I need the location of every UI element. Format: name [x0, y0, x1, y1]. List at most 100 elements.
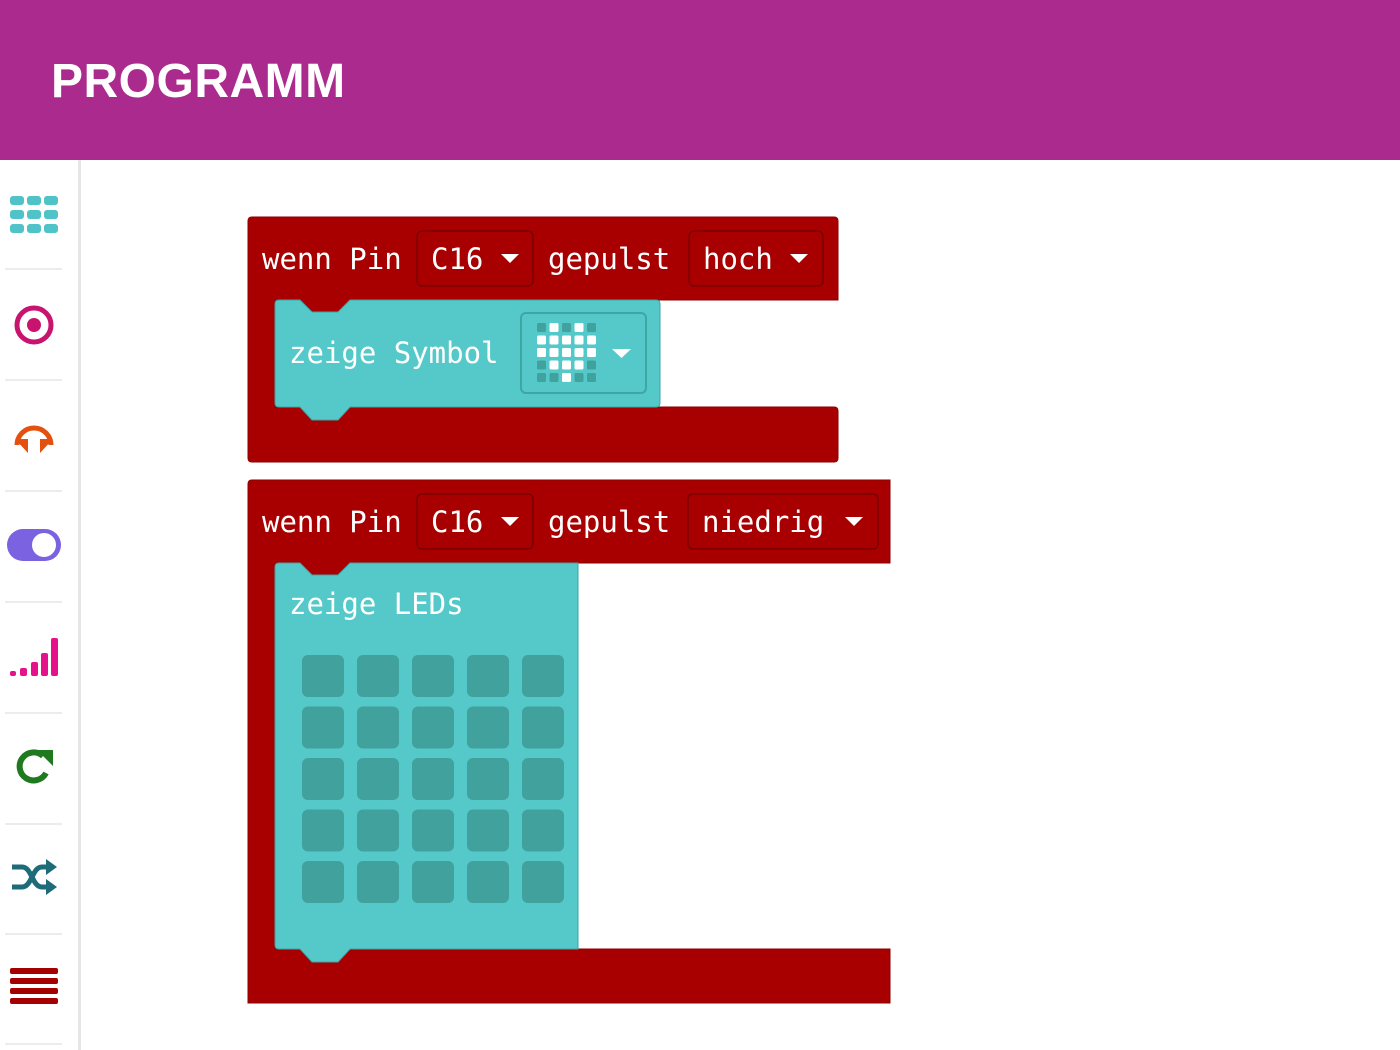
led-toggle[interactable] [412, 861, 454, 903]
divider [5, 712, 62, 714]
pin-dropdown[interactable]: C16 [416, 230, 534, 287]
symbol-pixel [549, 373, 559, 382]
symbol-pixel [537, 373, 546, 382]
show-icon-block[interactable]: zeige Symbol [274, 299, 661, 421]
chevron-down-icon [501, 517, 519, 526]
list-icon [10, 968, 58, 1004]
divider [5, 1043, 62, 1045]
divider [5, 490, 62, 492]
led-toggle[interactable] [467, 861, 509, 903]
symbol-pixel [574, 373, 584, 382]
led-toggle[interactable] [412, 809, 454, 852]
grid-icon [10, 196, 58, 233]
symbol-dropdown[interactable] [520, 312, 647, 394]
led-toggle[interactable] [357, 809, 399, 852]
target-icon [14, 305, 54, 345]
led-toggle[interactable] [302, 758, 344, 800]
symbol-pixel [587, 323, 596, 332]
block-label-word: gepulst [548, 242, 670, 276]
led-toggle[interactable] [467, 809, 509, 852]
led-toggle[interactable] [357, 655, 399, 697]
divider [5, 933, 62, 935]
show-leds-block[interactable]: zeige LEDs [274, 562, 579, 963]
block-label-word: gepulst [548, 505, 670, 539]
divider [5, 823, 62, 825]
pin-dropdown-value: C16 [431, 242, 483, 276]
symbol-pixel [562, 323, 571, 332]
pin-dropdown[interactable]: C16 [416, 493, 534, 550]
led-toggle[interactable] [522, 861, 564, 903]
led-toggle[interactable] [302, 706, 344, 749]
symbol-pixel [562, 373, 571, 382]
symbol-pixel [537, 323, 546, 332]
led-toggle[interactable] [357, 861, 399, 903]
block-label-show-icon: zeige Symbol [289, 336, 499, 370]
state-dropdown-value: niedrig [702, 505, 824, 539]
category-basic[interactable] [5, 160, 63, 270]
block-label-event: wenn Pin [262, 505, 402, 539]
state-dropdown-value: hoch [703, 242, 773, 276]
symbol-pixel [549, 323, 559, 332]
symbol-pixel [574, 335, 584, 345]
led-toggle[interactable] [522, 809, 564, 852]
signal-icon [10, 638, 58, 676]
pin-dropdown-value: C16 [431, 505, 483, 539]
led-toggle[interactable] [302, 809, 344, 852]
led-toggle[interactable] [467, 758, 509, 800]
loop-icon [16, 749, 53, 784]
chevron-down-icon [501, 254, 519, 263]
state-dropdown[interactable]: hoch [688, 230, 824, 287]
divider [5, 601, 62, 603]
toggle-icon [7, 529, 61, 561]
chevron-down-icon [790, 254, 808, 263]
symbol-pixel [574, 323, 584, 332]
led-toggle[interactable] [302, 655, 344, 697]
app-header: PROGRAMM [0, 0, 1400, 160]
symbol-pixel [537, 348, 546, 357]
symbol-pixel [587, 348, 596, 357]
led-toggle[interactable] [522, 758, 564, 800]
chevron-down-icon [845, 517, 863, 526]
led-toggle[interactable] [467, 706, 509, 749]
symbol-pixel [574, 360, 584, 370]
category-loops[interactable] [5, 712, 63, 822]
toolbox-sidebar [0, 160, 81, 1050]
divider [5, 379, 62, 381]
led-toggle[interactable] [357, 758, 399, 800]
divider [5, 268, 62, 270]
symbol-pixel [587, 373, 596, 382]
symbol-pixel [574, 348, 584, 357]
category-logic[interactable] [5, 822, 63, 932]
symbol-pixel [587, 360, 596, 370]
led-toggle[interactable] [357, 706, 399, 749]
headphones-icon [14, 425, 54, 453]
symbol-pixel [537, 335, 546, 345]
category-variables[interactable] [5, 932, 63, 1042]
symbol-pixel [549, 360, 559, 370]
block-label-show-leds: zeige LEDs [289, 587, 464, 621]
category-music[interactable] [5, 380, 63, 490]
led-toggle[interactable] [522, 655, 564, 697]
block-label-event: wenn Pin [262, 242, 402, 276]
led-toggle[interactable] [412, 758, 454, 800]
led-toggle[interactable] [412, 706, 454, 749]
symbol-pixel [562, 348, 571, 357]
led-toggle[interactable] [302, 861, 344, 903]
shuffle-icon [12, 859, 57, 895]
symbol-pixel [562, 335, 571, 345]
led-toggle[interactable] [467, 655, 509, 697]
state-dropdown[interactable]: niedrig [687, 493, 879, 550]
symbol-pixel [537, 360, 546, 370]
symbol-pixel [562, 360, 571, 370]
symbol-pixel [587, 335, 596, 345]
led-toggle[interactable] [522, 706, 564, 749]
led-toggle[interactable] [412, 655, 454, 697]
category-led[interactable] [5, 490, 63, 600]
page-title: PROGRAMM [51, 55, 346, 108]
category-input[interactable] [5, 270, 63, 380]
symbol-pixel [549, 348, 559, 357]
chevron-down-icon [612, 349, 631, 358]
event-block-pin-pulsed-high[interactable]: wenn Pin C16 gepulst hoch [247, 216, 839, 463]
category-radio[interactable] [5, 602, 63, 712]
